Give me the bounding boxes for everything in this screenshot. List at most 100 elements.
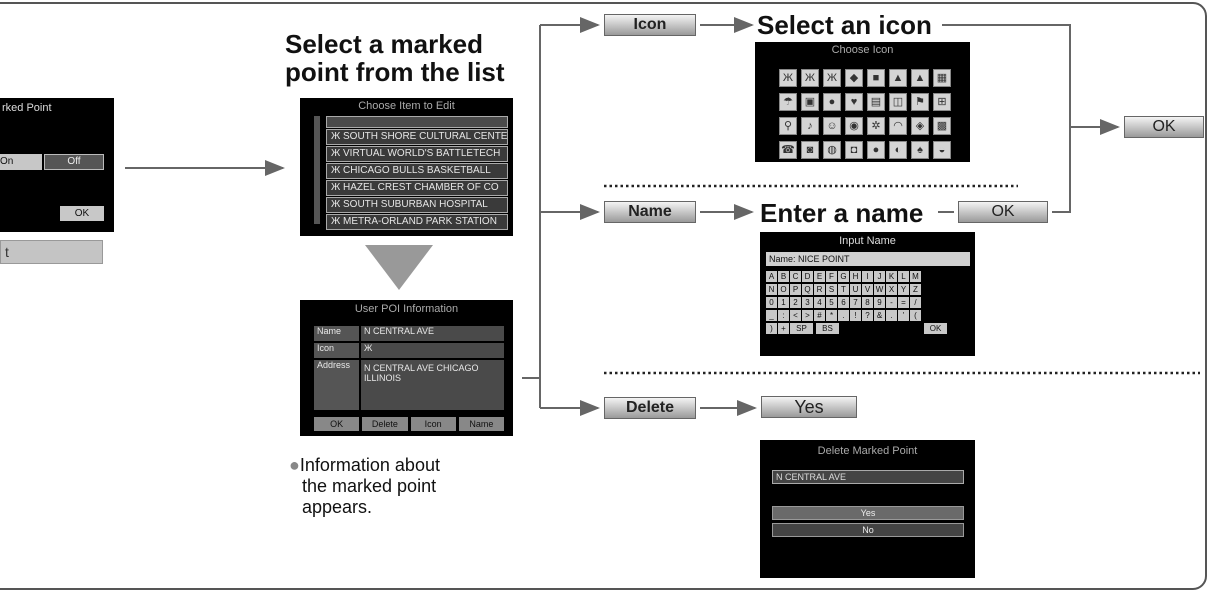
space-key[interactable]: SP <box>790 323 813 334</box>
key[interactable]: > <box>802 310 813 321</box>
key[interactable]: ( <box>910 310 921 321</box>
key[interactable]: 7 <box>850 297 861 308</box>
key[interactable]: L <box>898 271 909 282</box>
left-bar-button[interactable]: t <box>0 240 103 264</box>
name-input-field[interactable]: Name: NICE POINT <box>766 252 970 266</box>
key[interactable]: 6 <box>838 297 849 308</box>
icon-option[interactable]: ◙ <box>801 141 819 159</box>
key[interactable]: O <box>778 284 789 295</box>
key[interactable]: 4 <box>814 297 825 308</box>
icon-option[interactable]: ◐ <box>889 141 907 159</box>
icon-option[interactable]: ◆ <box>845 69 863 87</box>
key[interactable]: - <box>886 297 897 308</box>
icon-option[interactable]: ⚑ <box>911 93 929 111</box>
key[interactable]: S <box>826 284 837 295</box>
name-value[interactable]: N CENTRAL AVE <box>361 326 504 341</box>
delete-branch-button[interactable]: Delete <box>604 397 696 419</box>
list-item[interactable]: Ж HAZEL CREST CHAMBER OF CO <box>326 180 508 196</box>
key[interactable]: / <box>910 297 921 308</box>
list-item[interactable]: Ж VIRTUAL WORLD'S BATTLETECH <box>326 146 508 162</box>
ok-button[interactable]: OK <box>314 417 360 431</box>
icon-button[interactable]: Icon <box>410 417 456 431</box>
icon-option[interactable]: ▩ <box>933 117 951 135</box>
icon-option[interactable]: ■ <box>867 69 885 87</box>
list-item[interactable]: Ж SOUTH SHORE CULTURAL CENTE <box>326 129 508 145</box>
icon-option[interactable]: ♠ <box>911 141 929 159</box>
icon-option[interactable]: ◍ <box>823 141 841 159</box>
icon-option[interactable]: ☎ <box>779 141 797 159</box>
key[interactable]: # <box>814 310 825 321</box>
key[interactable]: Q <box>802 284 813 295</box>
key[interactable]: * <box>826 310 837 321</box>
name-branch-button[interactable]: Name <box>604 201 696 223</box>
key[interactable]: M <box>910 271 921 282</box>
icon-option[interactable]: ● <box>867 141 885 159</box>
off-option[interactable]: Off <box>44 154 104 170</box>
key[interactable]: G <box>838 271 849 282</box>
name-button[interactable]: Name <box>458 417 504 431</box>
key[interactable]: T <box>838 284 849 295</box>
key[interactable]: ' <box>898 310 909 321</box>
key[interactable]: 8 <box>862 297 873 308</box>
key[interactable]: 2 <box>790 297 801 308</box>
icon-branch-button[interactable]: Icon <box>604 14 696 36</box>
key[interactable]: ! <box>850 310 861 321</box>
key[interactable]: I <box>862 271 873 282</box>
icon-option[interactable]: Ж <box>823 69 841 87</box>
key[interactable]: 0 <box>766 297 777 308</box>
icon-option[interactable]: ⚲ <box>779 117 797 135</box>
key[interactable]: Z <box>910 284 921 295</box>
icon-option[interactable]: ▲ <box>911 69 929 87</box>
icon-option[interactable]: ✲ <box>867 117 885 135</box>
key[interactable]: 3 <box>802 297 813 308</box>
list-item[interactable]: Ж METRA-ORLAND PARK STATION <box>326 214 508 230</box>
backspace-key[interactable]: BS <box>816 323 839 334</box>
key[interactable]: N <box>766 284 777 295</box>
ok-button[interactable]: OK <box>60 206 104 221</box>
icon-option[interactable]: ♪ <box>801 117 819 135</box>
key[interactable]: R <box>814 284 825 295</box>
icon-option[interactable]: ◠ <box>889 117 907 135</box>
icon-option[interactable]: ◉ <box>845 117 863 135</box>
key[interactable]: U <box>850 284 861 295</box>
icon-option[interactable]: ◫ <box>889 93 907 111</box>
icon-option[interactable]: Ж <box>779 69 797 87</box>
icon-option[interactable]: ⊞ <box>933 93 951 111</box>
key[interactable]: J <box>874 271 885 282</box>
icon-option[interactable]: ▣ <box>801 93 819 111</box>
keyboard-ok-key[interactable]: OK <box>924 323 947 334</box>
list-item[interactable]: Ж CHICAGO BULLS BASKETBALL <box>326 163 508 179</box>
key[interactable]: W <box>874 284 885 295</box>
icon-option[interactable]: Ж <box>801 69 819 87</box>
key[interactable]: ) <box>766 323 777 334</box>
key[interactable]: 5 <box>826 297 837 308</box>
final-ok-button[interactable]: OK <box>1124 116 1204 138</box>
key[interactable]: K <box>886 271 897 282</box>
icon-option[interactable]: ☂ <box>779 93 797 111</box>
icon-option[interactable]: ▦ <box>933 69 951 87</box>
key[interactable]: B <box>778 271 789 282</box>
key[interactable]: V <box>862 284 873 295</box>
key[interactable]: F <box>826 271 837 282</box>
icon-option[interactable]: ● <box>823 93 841 111</box>
key[interactable]: . <box>886 310 897 321</box>
key[interactable]: E <box>814 271 825 282</box>
list-scrollbar[interactable] <box>314 116 320 224</box>
key[interactable]: A <box>766 271 777 282</box>
on-option[interactable]: On <box>0 154 42 170</box>
icon-option[interactable]: ◒ <box>933 141 951 159</box>
key[interactable]: _ <box>766 310 777 321</box>
key[interactable]: ? <box>862 310 873 321</box>
icon-option[interactable]: ◈ <box>911 117 929 135</box>
key[interactable]: 9 <box>874 297 885 308</box>
icon-option[interactable]: ☺ <box>823 117 841 135</box>
delete-button[interactable]: Delete <box>362 417 408 431</box>
key[interactable]: C <box>790 271 801 282</box>
key[interactable]: & <box>874 310 885 321</box>
key[interactable]: . <box>838 310 849 321</box>
key[interactable]: P <box>790 284 801 295</box>
yes-option[interactable]: Yes <box>772 506 964 520</box>
key[interactable]: D <box>802 271 813 282</box>
key[interactable]: < <box>790 310 801 321</box>
yes-button[interactable]: Yes <box>761 396 857 418</box>
